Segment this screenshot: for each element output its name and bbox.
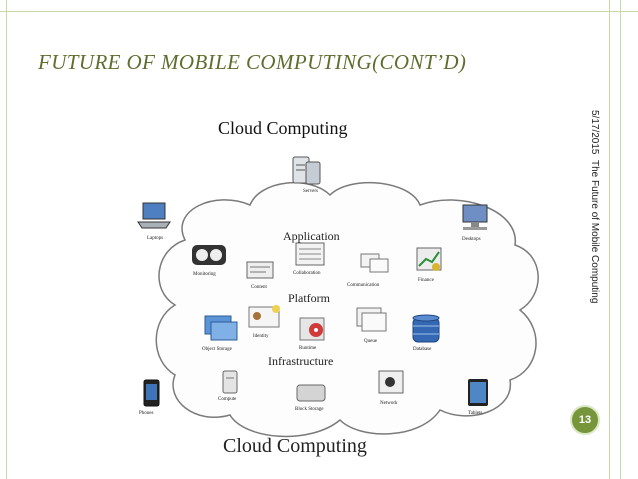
- frame-line-right: [609, 0, 610, 479]
- slide-date: 5/17/2015: [589, 110, 600, 155]
- frame-line-right-2: [620, 0, 621, 479]
- database-icon: [412, 314, 440, 343]
- frame-line-left: [6, 0, 7, 479]
- finance-icon: [416, 247, 442, 271]
- compute-icon: [222, 370, 238, 394]
- content-icon: [246, 261, 274, 279]
- slide-subtitle: Cloud Computing: [218, 118, 348, 138]
- block-storage-label: Block Storage: [295, 407, 324, 412]
- communication-label: Communication: [347, 283, 380, 288]
- frame-line-top: [0, 11, 638, 12]
- desktop-icon: [462, 204, 488, 230]
- communication-icon: [360, 253, 389, 273]
- tablet-icon: [468, 379, 488, 406]
- top-band: [0, 0, 638, 20]
- page-number-badge: 13: [570, 405, 600, 435]
- collaboration-label: Collaboration: [293, 271, 321, 276]
- tablets-label: Tablets: [468, 411, 482, 416]
- finance-label: Finance: [418, 278, 435, 283]
- collaboration-icon: [295, 242, 325, 266]
- queue-label: Queue: [364, 339, 378, 344]
- identity-icon: [248, 305, 280, 328]
- servers-label: Servers: [303, 189, 318, 194]
- layer-infrastructure-label: Infrastructure: [268, 354, 333, 368]
- object-storage-label: Object Storage: [202, 347, 233, 352]
- desktops-label: Desktops: [462, 237, 481, 242]
- servers-icon: [292, 156, 321, 185]
- block-storage-icon: [296, 384, 326, 402]
- slide-side-title: The Future of Mobile Computing: [589, 160, 600, 304]
- database-label: Database: [413, 347, 432, 352]
- compute-label: Compute: [218, 397, 237, 402]
- runtime-icon: [299, 317, 325, 341]
- diagram-title: Cloud Computing: [223, 435, 367, 457]
- cloud-shape: [155, 182, 539, 438]
- monitoring-icon: [192, 245, 226, 265]
- laptops-label: Laptops: [147, 236, 163, 241]
- network-label: Network: [380, 401, 398, 406]
- object-storage-icon: [204, 315, 238, 341]
- monitoring-label: Monitoring: [193, 272, 216, 277]
- runtime-label: Runtime: [299, 346, 317, 351]
- phones-label: Phones: [139, 411, 154, 416]
- slide-title: FUTURE OF MOBILE COMPUTING(CONT’D): [38, 50, 467, 74]
- identity-label: Identity: [253, 334, 269, 339]
- queue-icon: [356, 307, 387, 332]
- phone-icon: [143, 379, 160, 407]
- layer-application-label: Application: [283, 229, 340, 243]
- content-label: Content: [251, 285, 267, 290]
- laptop-icon: [137, 202, 171, 229]
- network-icon: [378, 370, 404, 394]
- layer-platform-label: Platform: [288, 291, 331, 305]
